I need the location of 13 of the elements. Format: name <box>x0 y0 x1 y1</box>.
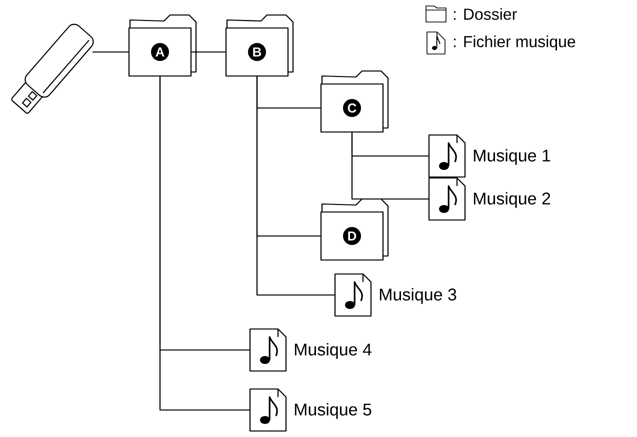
connector-line <box>92 51 128 53</box>
connector-line <box>351 132 428 200</box>
legend-text: : Dossier <box>454 8 517 20</box>
file-name: Musique 5 <box>294 403 372 419</box>
usb-drive-drawing <box>11 24 94 114</box>
file-name: Musique 1 <box>474 149 550 165</box>
file-name: Musique 2 <box>474 192 550 208</box>
connector-line <box>159 76 250 411</box>
file-name: Musique 4 <box>294 343 372 359</box>
connector-line <box>192 51 226 53</box>
connector-line <box>256 76 334 296</box>
legend-text: : Fichier musique <box>454 36 576 50</box>
file-name: Musique 3 <box>380 288 456 304</box>
